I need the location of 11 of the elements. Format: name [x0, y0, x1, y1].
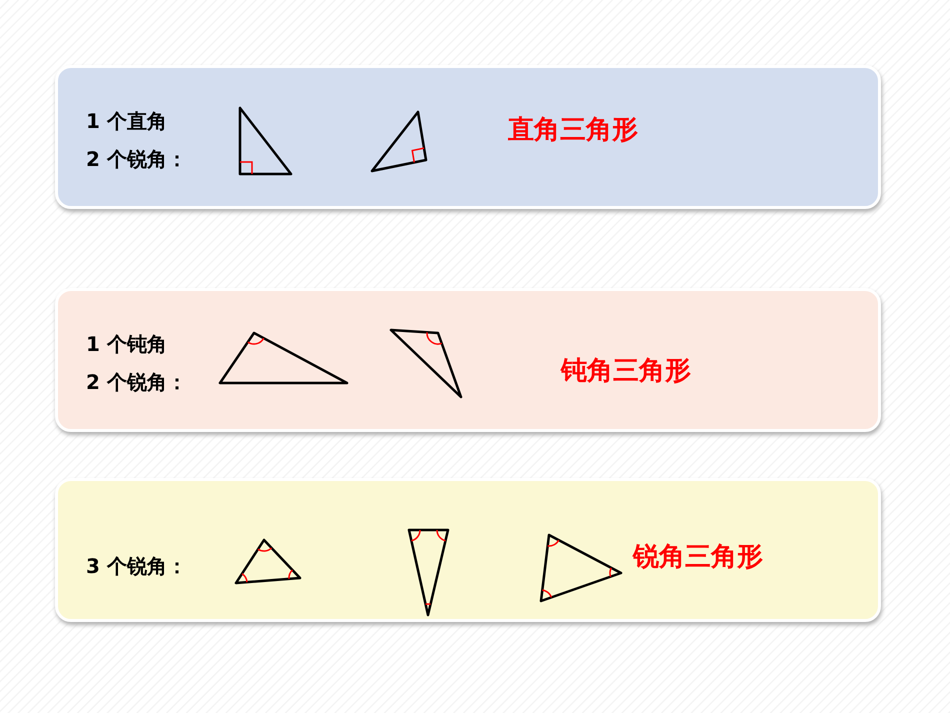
angle-description: 2 个锐角： [86, 146, 187, 173]
category-band [55, 65, 881, 209]
category-band [55, 478, 881, 622]
angle-description: 1 个钝角 [86, 331, 167, 358]
triangle-type-label: 直角三角形 [508, 114, 638, 147]
category-band [55, 288, 881, 432]
angle-description: 1 个直角 [86, 108, 167, 135]
angle-description: 3 个锐角： [86, 553, 187, 580]
triangle-type-label: 钝角三角形 [561, 355, 691, 388]
triangle-type-label: 锐角三角形 [633, 541, 763, 574]
angle-description: 2 个锐角： [86, 369, 187, 396]
